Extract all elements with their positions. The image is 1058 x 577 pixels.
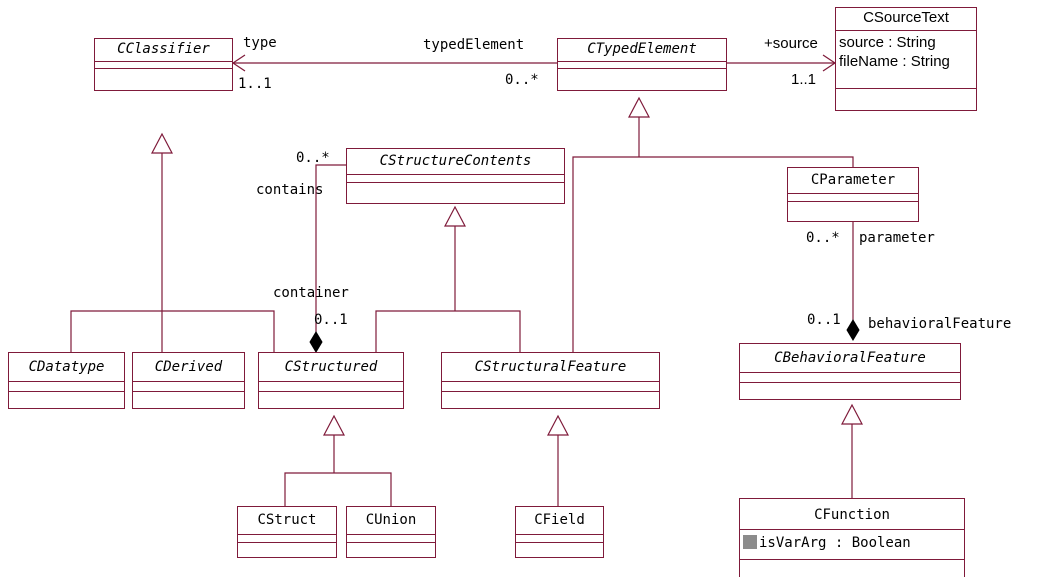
class-cdatatype[interactable]: CDatatype	[8, 352, 125, 409]
class-cstructurecontents[interactable]: CStructureContents	[346, 148, 565, 204]
class-cstruct[interactable]: CStruct	[237, 506, 337, 558]
composition-diamond-cstructured	[309, 331, 323, 353]
attribute-text: isVarArg : Boolean	[759, 535, 911, 551]
attributes-compartment	[238, 534, 336, 542]
class-name: CFunction	[814, 507, 890, 523]
class-name: CParameter	[810, 172, 896, 188]
operations-compartment	[347, 182, 564, 203]
attributes-compartment	[788, 193, 918, 201]
multiplicity-behavioral-feature: 0..1	[807, 312, 841, 328]
attributes-compartment	[558, 61, 726, 68]
class-name: CStructured	[284, 359, 378, 375]
class-cstructuralfeature[interactable]: CStructuralFeature	[441, 352, 660, 409]
multiplicity-container: 0..1	[314, 312, 348, 328]
attributes-compartment	[740, 372, 960, 382]
class-name: CSourceText	[863, 9, 949, 26]
class-name: CDerived	[154, 359, 223, 375]
role-contains: contains	[256, 182, 324, 198]
class-cfunction[interactable]: CFunction isVarArg : Boolean	[739, 498, 965, 577]
class-cparameter[interactable]: CParameter	[787, 167, 919, 222]
generalization-cstructured-branches	[284, 472, 392, 506]
operations-compartment	[133, 391, 244, 408]
multiplicity-typed-element: 0..*	[505, 72, 539, 88]
operations-compartment	[558, 68, 726, 90]
attribute-source: source : String	[839, 34, 936, 51]
attributes-compartment	[442, 381, 659, 391]
class-cclassifier[interactable]: CClassifier	[94, 38, 233, 91]
operations-compartment	[788, 201, 918, 221]
association-type-arrowhead	[231, 54, 246, 72]
class-ctypedelement[interactable]: CTypedElement	[557, 38, 727, 91]
generalization-triangle-cclassifier	[151, 132, 173, 154]
operations-compartment	[9, 391, 124, 408]
generalization-triangle-cstructurecontents	[444, 205, 466, 227]
generalization-triangle-ctypedelement	[628, 96, 650, 118]
class-name: CClassifier	[117, 41, 210, 57]
class-name: CDatatype	[28, 359, 105, 375]
attributes-compartment	[347, 534, 435, 542]
operations-compartment	[259, 391, 403, 408]
generalization-triangle-cstructured	[323, 414, 345, 436]
operations-compartment	[516, 542, 603, 557]
operations-compartment	[442, 391, 659, 408]
attributes-compartment	[133, 381, 244, 391]
class-cunion[interactable]: CUnion	[346, 506, 436, 558]
role-type: type	[243, 35, 277, 51]
class-csourcetext[interactable]: CSourceText source : String fileName : S…	[835, 7, 977, 111]
generalization-ctypedelement-branches	[572, 156, 854, 352]
composition-diamond-cbehavioralfeature	[846, 319, 860, 341]
role-source: +source	[764, 35, 818, 52]
attributes-compartment: source : String fileName : String	[836, 30, 976, 88]
role-behavioral-feature: behavioralFeature	[868, 316, 1012, 332]
attributes-compartment	[259, 381, 403, 391]
operations-compartment	[740, 559, 964, 577]
class-name: CBehavioralFeature	[774, 350, 926, 366]
attributes-compartment	[9, 381, 124, 391]
class-name: CStructureContents	[379, 153, 532, 169]
class-name: CStructuralFeature	[474, 359, 627, 375]
class-name: CUnion	[365, 512, 417, 528]
class-name: CStruct	[257, 512, 317, 528]
attributes-compartment	[347, 174, 564, 182]
generalization-cclassifier-branches	[70, 310, 275, 352]
attributes-compartment: isVarArg : Boolean	[740, 529, 964, 559]
attribute-visibility-icon	[743, 535, 757, 549]
role-parameter: parameter	[859, 230, 935, 246]
generalization-triangle-cstructuralfeature	[547, 414, 569, 436]
operations-compartment	[238, 542, 336, 557]
operations-compartment	[836, 88, 976, 110]
operations-compartment	[740, 382, 960, 399]
multiplicity-source: 1..1	[791, 71, 817, 88]
multiplicity-parameter: 0..*	[806, 230, 840, 246]
attribute-filename: fileName : String	[839, 53, 950, 70]
class-cstructured[interactable]: CStructured	[258, 352, 404, 409]
class-name: CField	[534, 512, 585, 528]
class-cderived[interactable]: CDerived	[132, 352, 245, 409]
generalization-cstructurecontents-branches	[375, 310, 521, 352]
composition-contains-line	[315, 164, 346, 332]
role-typed-element: typedElement	[423, 37, 525, 53]
multiplicity-type: 1..1	[238, 76, 272, 92]
class-cbehavioralfeature[interactable]: CBehavioralFeature	[739, 343, 961, 400]
class-cfield[interactable]: CField	[515, 506, 604, 558]
operations-compartment	[95, 68, 232, 90]
attributes-compartment	[516, 534, 603, 542]
attribute-isvararg: isVarArg : Boolean	[740, 534, 964, 553]
multiplicity-contents: 0..*	[296, 150, 330, 166]
class-name: CTypedElement	[587, 41, 697, 57]
attributes-compartment	[95, 61, 232, 68]
generalization-triangle-cbehavioralfeature	[841, 403, 863, 425]
role-container: container	[273, 285, 349, 301]
operations-compartment	[347, 542, 435, 557]
